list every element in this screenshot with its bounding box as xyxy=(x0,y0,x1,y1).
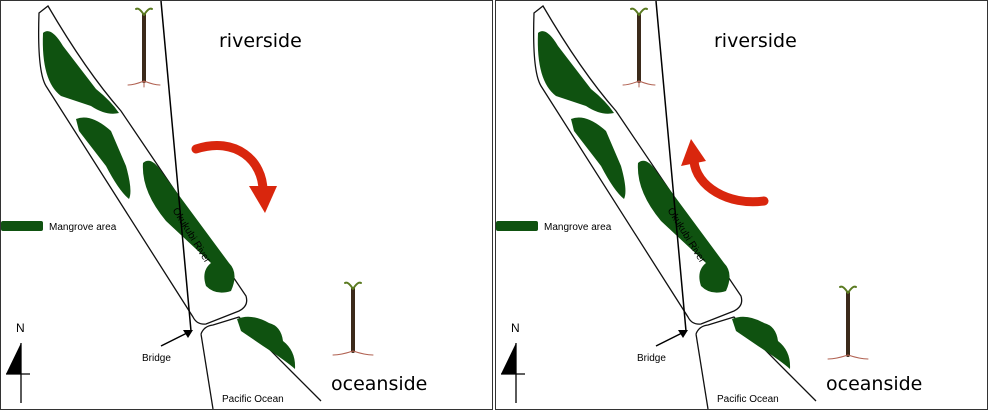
bridge-label: Bridge xyxy=(637,353,666,364)
diagram-panel-left: riverside oceanside Mangrove area Okukub… xyxy=(0,0,493,410)
oceanside-label: oceanside xyxy=(331,373,428,395)
mangrove-seedling-oceanside xyxy=(332,281,374,356)
mangrove-patch xyxy=(142,160,235,293)
north-label: N xyxy=(16,321,25,335)
diagram-panel-right: riverside oceanside Mangrove area Okukub… xyxy=(495,0,988,410)
mangrove-patch xyxy=(732,316,791,369)
curved-arrow-up-icon xyxy=(681,139,769,207)
mangrove-seedling-riverside xyxy=(622,7,656,88)
mangrove-seedling-riverside xyxy=(127,7,161,88)
legend-label: Mangrove area xyxy=(49,222,117,233)
bridge-arrow-icon xyxy=(655,1,688,347)
curved-arrow-down-icon xyxy=(191,140,277,213)
river-lower-outline xyxy=(200,316,322,409)
north-arrow-icon xyxy=(501,343,525,403)
river-lower-outline xyxy=(695,316,817,409)
map-drawing xyxy=(496,1,869,409)
mangrove-patch xyxy=(571,117,626,199)
riverside-label: riverside xyxy=(219,30,302,52)
mangrove-patch xyxy=(76,117,131,199)
mangrove-patch xyxy=(42,31,119,114)
riverside-label: riverside xyxy=(714,30,797,52)
bridge-arrow-icon xyxy=(160,1,193,347)
mangrove-patch xyxy=(537,31,614,114)
mangrove-patch xyxy=(237,316,296,369)
legend-swatch xyxy=(1,221,43,231)
mangrove-seedling-oceanside xyxy=(827,285,869,360)
ocean-label: Pacific Ocean xyxy=(222,394,284,405)
legend-label: Mangrove area xyxy=(544,222,612,233)
mangrove-patch xyxy=(637,160,730,293)
bridge-label: Bridge xyxy=(142,353,171,364)
ocean-label: Pacific Ocean xyxy=(717,394,779,405)
map-drawing xyxy=(1,1,374,409)
legend-swatch xyxy=(496,221,538,231)
north-arrow-icon xyxy=(6,343,30,403)
north-label: N xyxy=(511,321,520,335)
oceanside-label: oceanside xyxy=(826,373,923,395)
